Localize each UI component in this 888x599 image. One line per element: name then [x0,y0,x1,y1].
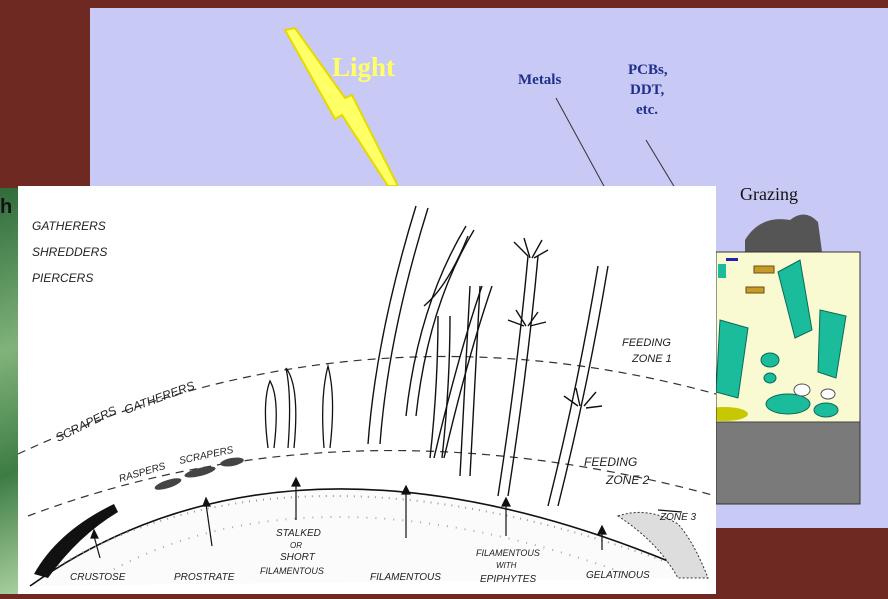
epiphytes-label-2: WITH [496,561,517,570]
metals-label: Metals [518,70,561,90]
sketch-svg: GATHERERS SHREDDERS PIERCERS [18,186,716,594]
particle-1 [754,266,774,273]
stalked-filament-2 [286,368,296,448]
algae-cell-2 [764,373,776,383]
left-photo-strip [0,188,18,594]
particle-3 [718,264,726,278]
biofilm-mat [766,394,810,414]
feeding-zone-2-line2: ZONE 2 [605,473,650,487]
consumer-piercers: PIERCERS [32,271,93,285]
stalked-label-1: STALKED [276,528,321,539]
pcbs-pointer-line [646,140,675,188]
prostrate-label: PROSTRATE [174,572,235,583]
ddt-label: DDT, [630,80,664,100]
tank-dash [726,258,738,261]
outer-curve-gatherers: GATHERERS [122,378,196,416]
light-label: Light [332,52,395,83]
egg-1 [794,384,810,396]
zone-3-label: ZONE 3 [659,512,697,523]
tank-sediment [716,422,860,504]
egg-2 [821,389,835,399]
consumer-gatherers: GATHERERS [32,219,106,233]
epiphytes-label-3: EPIPHYTES [480,574,536,585]
filamentous-label: FILAMENTOUS [370,572,441,583]
gelatinous-label: GELATINOUS [586,570,650,581]
algae-cell-1 [761,353,779,367]
particle-2 [746,287,764,293]
crustose-label: CRUSTOSE [70,572,126,583]
consumer-shredders: SHREDDERS [32,245,107,259]
biofilm-mat-2 [814,403,838,417]
feeding-zone-1-line2: ZONE 1 [631,353,672,365]
algae-growth-forms-sketch: GATHERERS SHREDDERS PIERCERS [18,186,716,594]
left-fragment-letter: h [0,196,12,219]
stalked-filament-1 [265,381,276,448]
stalked-filament-3 [323,366,333,448]
outer-curve-scrapers: SCRAPERS [53,403,118,445]
stalked-label-2: OR [290,541,302,550]
feeding-zone-1-line1: FEEDING [622,337,671,349]
stalked-label-3: SHORT [280,552,316,563]
feeding-zone-2-line1: FEEDING [584,455,637,469]
stalked-label-4: FILAMENTOUS [260,566,324,576]
grazer-icon [745,214,822,252]
metals-pointer-line [556,98,605,188]
pcbs-label: PCBs, [628,60,668,80]
epiphytes-label-1: FILAMENTOUS [476,548,540,558]
prostrate-blob-1 [153,476,182,492]
grazing-label: Grazing [740,184,798,205]
etc-label: etc. [636,100,658,120]
prostrate-blob-2 [184,464,217,480]
inner-curve-raspers: RASPERS [118,461,167,485]
filamentous-branches [368,206,492,476]
